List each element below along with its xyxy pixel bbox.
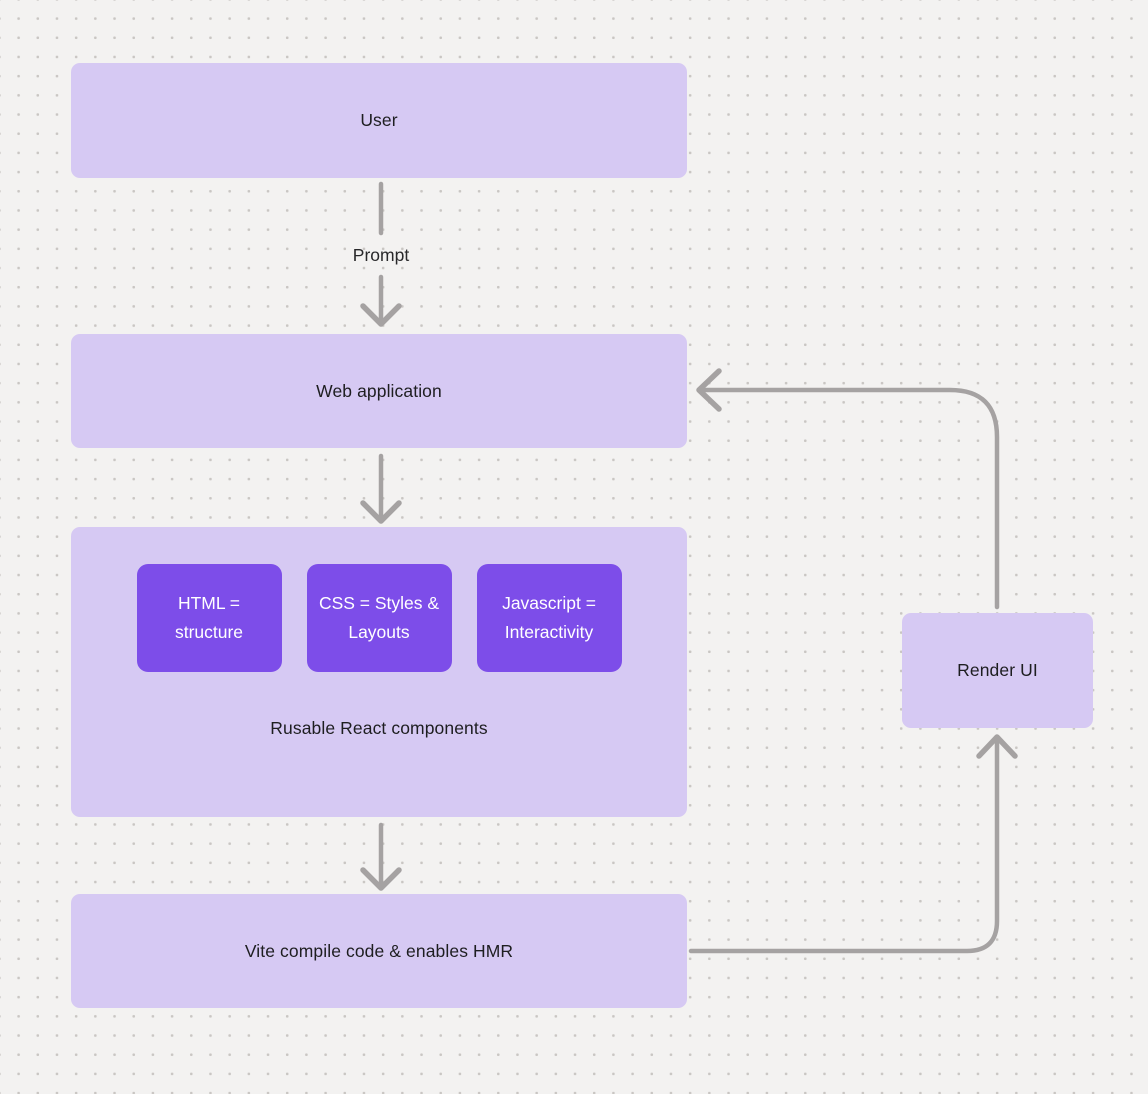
chip-javascript-label: Javascript = Interactivity <box>502 593 596 642</box>
node-components-group: HTML = structure CSS = Styles & Layouts … <box>71 527 687 817</box>
node-web-application: Web application <box>71 334 687 448</box>
node-user-label: User <box>360 110 398 130</box>
components-chip-row: HTML = structure CSS = Styles & Layouts … <box>71 564 687 672</box>
chip-css: CSS = Styles & Layouts <box>306 564 452 672</box>
chip-html: HTML = structure <box>136 564 282 672</box>
chip-javascript: Javascript = Interactivity <box>476 564 622 672</box>
arrowhead-down-icon <box>360 303 402 327</box>
edge-webapp-to-components <box>360 453 402 524</box>
arrowhead-up-icon <box>976 734 1018 759</box>
node-render-ui: Render UI <box>902 613 1093 728</box>
chip-html-label: HTML = structure <box>174 593 244 642</box>
node-vite: Vite compile code & enables HMR <box>71 894 687 1008</box>
edge-renderui-to-webapp <box>696 368 1000 610</box>
node-web-application-label: Web application <box>316 380 442 401</box>
node-render-ui-label: Render UI <box>957 660 1038 680</box>
chip-css-label: CSS = Styles & Layouts <box>318 593 440 642</box>
edge-vite-to-renderui <box>688 734 1018 954</box>
edge-label-prompt: Prompt <box>352 245 410 265</box>
node-vite-label: Vite compile code & enables HMR <box>244 940 514 961</box>
arrowhead-down-icon <box>360 867 402 891</box>
arrowhead-down-icon <box>360 500 402 524</box>
arrowhead-left-icon <box>696 368 722 412</box>
edge-components-to-vite <box>360 822 402 891</box>
node-user: User <box>71 63 687 178</box>
components-group-caption: Rusable React components <box>270 718 488 738</box>
